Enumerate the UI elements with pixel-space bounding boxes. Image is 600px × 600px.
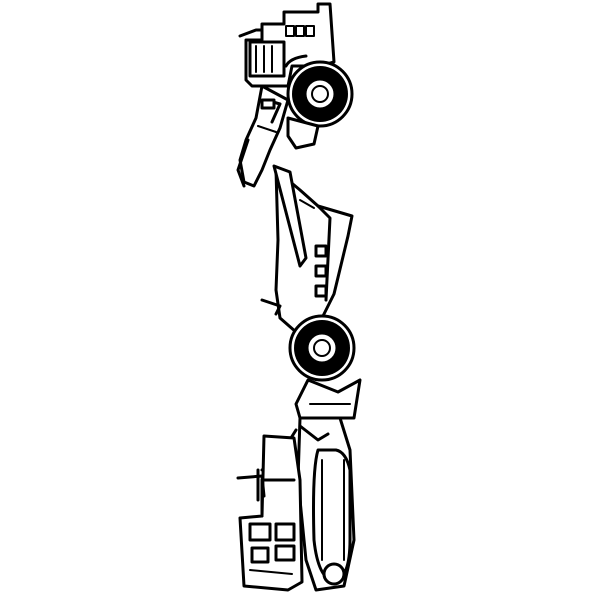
gooseneck-brace [257,125,277,133]
front-cab-window [285,25,295,37]
rear-track-roller [322,562,346,586]
front-tractor [238,2,354,150]
rear-unit [236,378,362,592]
front-fender [284,54,308,68]
center-wheel [288,314,356,382]
bowl-top-rail [299,199,315,209]
rear-cab-window [250,546,270,564]
rear-frame [296,416,356,592]
bowl-vent [314,264,328,278]
bowl-vent [314,244,328,258]
rear-cab-window [274,544,296,562]
front-exhaust [238,28,264,38]
hitch-pin [260,98,276,110]
rear-cab-step [249,569,293,575]
hydraulic-line [236,138,250,188]
bowl-vent [314,284,328,298]
front-cab-window [295,25,305,37]
front-cab-window [305,25,315,37]
rear-cab-window [248,522,272,542]
rear-hydraulic [298,424,330,442]
front-wheel-hub [311,85,329,103]
center-wheel-hub [313,339,331,357]
rear-cab-window [274,522,296,542]
front-frame [286,116,320,150]
push-block [294,378,362,420]
rear-exhaust [236,474,266,498]
draft-arm [272,164,308,268]
cutting-edge [260,298,282,316]
gooseneck [236,84,290,188]
scraper-bowl [260,164,354,334]
